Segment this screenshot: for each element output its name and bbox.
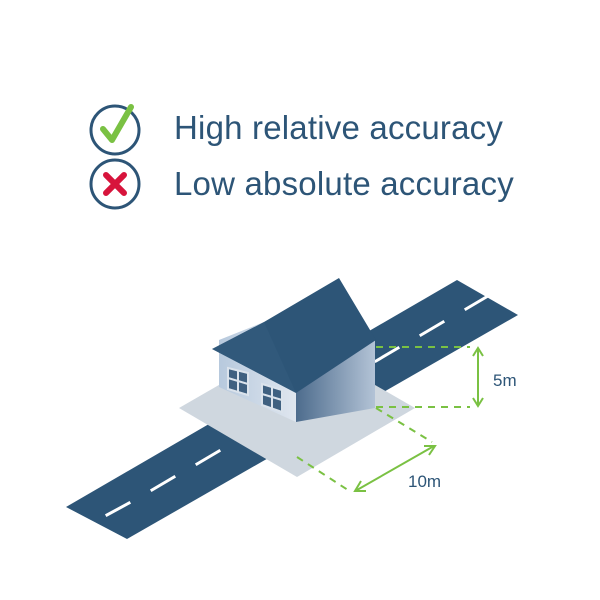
legend-item-absolute-accuracy: Low absolute accuracy <box>88 156 514 212</box>
cross-icon <box>89 158 141 210</box>
legend: High relative accuracy Low absolute accu… <box>88 100 514 212</box>
road-markings <box>104 293 491 518</box>
house-roof <box>212 278 376 393</box>
length-dimension <box>296 407 437 493</box>
check-icon <box>89 104 141 156</box>
legend-label-absolute-accuracy: Low absolute accuracy <box>174 165 514 202</box>
legend-item-relative-accuracy: High relative accuracy <box>88 100 514 156</box>
house-window <box>261 382 283 414</box>
height-dimension-label: 5m <box>493 371 517 390</box>
house-window <box>227 366 249 397</box>
height-dimension <box>376 346 484 408</box>
legend-label-relative-accuracy: High relative accuracy <box>174 109 504 146</box>
house-side-wall <box>296 339 375 422</box>
length-dimension-label: 10m <box>408 472 441 491</box>
house <box>212 278 376 422</box>
